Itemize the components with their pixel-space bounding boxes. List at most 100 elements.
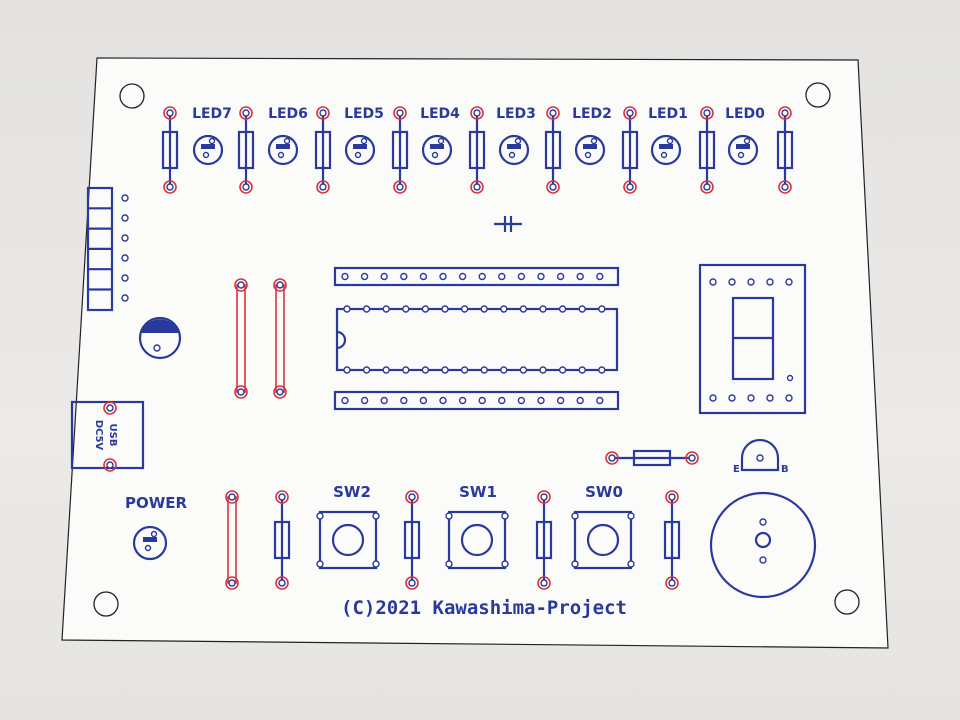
led-mark	[353, 144, 367, 149]
mounting-holes	[93, 82, 860, 617]
pad	[473, 183, 481, 191]
paper-board	[61, 57, 889, 649]
resistor-body	[776, 130, 794, 170]
pad	[400, 272, 408, 281]
pad	[517, 272, 526, 281]
mounting-hole	[834, 589, 860, 615]
led-label: LED6	[268, 106, 308, 122]
switch-label: SW2	[333, 483, 371, 501]
pad	[382, 305, 390, 313]
pad	[421, 366, 430, 374]
pad	[362, 305, 371, 313]
led-outline	[344, 134, 376, 166]
pad	[517, 396, 526, 405]
pad-ring	[778, 180, 792, 194]
pad	[360, 272, 369, 281]
pad	[380, 272, 388, 281]
pad	[419, 272, 428, 281]
led-pad	[144, 544, 152, 552]
pad	[237, 388, 245, 396]
capacitor-band	[141, 319, 179, 333]
pad	[362, 366, 371, 374]
pad	[316, 512, 324, 520]
transistor-label-e: E	[733, 464, 740, 475]
led-pad	[354, 151, 362, 159]
resistor-body	[621, 130, 639, 170]
pad-ring	[163, 106, 177, 120]
pad-ring	[700, 106, 714, 120]
pin-pad	[121, 294, 129, 302]
pin-pad	[121, 254, 129, 262]
pad	[408, 493, 416, 501]
mounting-hole	[93, 591, 119, 617]
copyright-text: (C)2021 Kawashima-Project	[341, 597, 627, 619]
resistor-body	[468, 130, 486, 170]
led-pad	[277, 151, 285, 159]
pad-ring	[225, 576, 239, 590]
led-pad	[431, 151, 439, 159]
led-pad	[437, 137, 445, 145]
mounting-hole	[805, 82, 831, 108]
pad	[537, 272, 545, 281]
led-outline	[421, 134, 453, 166]
led-outline	[650, 134, 682, 166]
pad	[785, 278, 793, 286]
resistor-body	[403, 520, 421, 560]
led-outline	[498, 134, 530, 166]
pad	[458, 272, 467, 281]
pad-ring	[273, 278, 287, 292]
pad	[396, 109, 404, 117]
pad	[500, 305, 508, 313]
pad	[556, 272, 565, 281]
pad	[608, 454, 616, 462]
resistor-body	[632, 449, 672, 467]
pad-ring	[605, 451, 619, 465]
buzzer-center	[754, 531, 772, 549]
power-label: POWER	[125, 494, 188, 512]
pad-ring	[405, 490, 419, 504]
led-mark	[276, 144, 290, 149]
pad-ring	[239, 180, 253, 194]
pad	[400, 396, 408, 405]
pad	[316, 560, 324, 568]
pad-ring	[316, 106, 330, 120]
pad	[747, 278, 755, 286]
pad	[540, 493, 548, 501]
resistor-body	[237, 130, 255, 170]
led-outline	[267, 134, 299, 166]
components	[70, 186, 817, 599]
led-label: LED3	[496, 106, 536, 122]
pad	[578, 366, 586, 374]
pad-ring	[163, 180, 177, 194]
pad	[228, 579, 236, 587]
led-pad	[666, 137, 674, 145]
pad	[360, 396, 369, 405]
pad	[549, 109, 557, 117]
pad	[478, 272, 486, 281]
pad	[728, 394, 736, 402]
pad-ring	[623, 106, 637, 120]
led-label: LED7	[192, 106, 232, 122]
pad	[688, 454, 696, 462]
pad	[703, 183, 711, 191]
pad	[626, 109, 634, 117]
pad	[228, 493, 236, 501]
pad	[766, 394, 774, 402]
led-pad	[283, 137, 291, 145]
transistor-label-b: B	[781, 464, 789, 475]
led-row	[161, 106, 794, 194]
usb-label-dc5v: DC5V	[93, 420, 104, 451]
pin-pad	[121, 274, 129, 282]
led-mark	[583, 144, 597, 149]
pad	[703, 109, 711, 117]
tact-switch	[447, 510, 507, 570]
tact-switch	[573, 510, 633, 570]
pad	[319, 109, 327, 117]
pad-ring	[685, 451, 699, 465]
electrolytic-capacitor	[138, 316, 182, 360]
pad-ring	[234, 385, 248, 399]
pad	[500, 366, 508, 374]
led-mark	[659, 144, 673, 149]
pad	[571, 560, 579, 568]
